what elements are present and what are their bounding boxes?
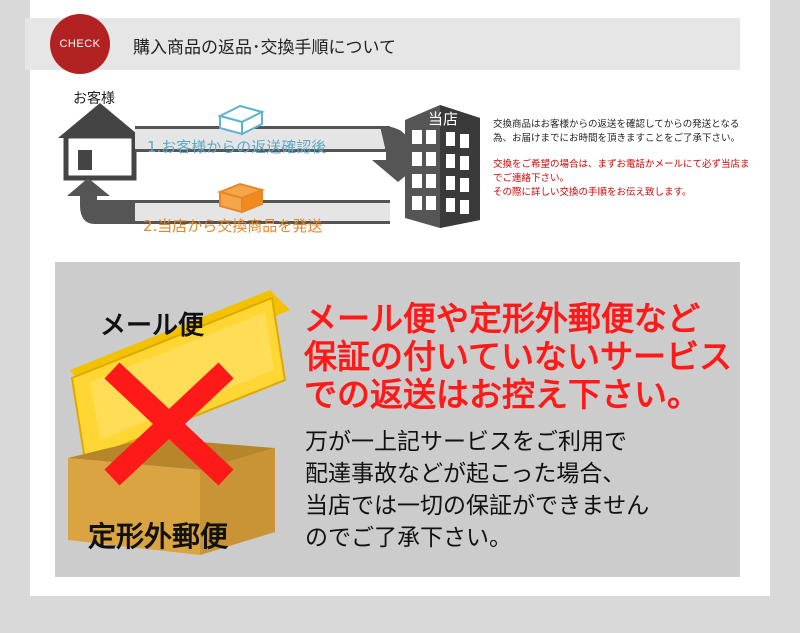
teikei-mail-label: 定形外郵便	[88, 520, 229, 553]
step1-label: 1.お客様からの返送確認後	[147, 138, 327, 156]
house-icon	[58, 103, 142, 181]
mail-service-label: メール便	[100, 311, 205, 341]
customer-label: お客様	[73, 91, 115, 107]
arrow-to-shop	[135, 126, 425, 182]
page-title: 購入商品の返品･交換手順について	[133, 38, 396, 58]
note-contact-text: 交換をご希望の場合は、まずお電話かメールにて必ず当店までご連絡下さい。 その際に…	[493, 159, 750, 198]
header-bar	[25, 18, 740, 70]
parcel-icon-blue	[217, 104, 265, 136]
shop-building-icon	[405, 105, 480, 228]
shop-label: 当店	[428, 110, 459, 128]
warning-heading: メール便や定形外郵便など 保証の付いていないサービス での返送はお控え下さい。	[304, 299, 733, 414]
parcel-icon-orange	[216, 182, 266, 214]
prohibited-x-icon	[104, 362, 234, 486]
step2-label: 2.当店から交換商品を発送	[143, 217, 323, 235]
check-badge: CHECK	[50, 14, 110, 74]
note-text: 交換商品はお客様からの返送を確認してからの発送となる為、お届けまでにお時間を頂き…	[493, 119, 741, 144]
return-flow-diagram	[58, 103, 480, 228]
warning-body: 万が一上記サービスをご利用で 配達事故などが起こった場合、 当店では一切の保証が…	[305, 429, 650, 551]
exchange-note: 交換商品はお客様からの返送を確認してからの発送となる為、お届けまでにお時間を頂き…	[493, 118, 753, 200]
mail-parcel-illustration	[68, 290, 290, 555]
